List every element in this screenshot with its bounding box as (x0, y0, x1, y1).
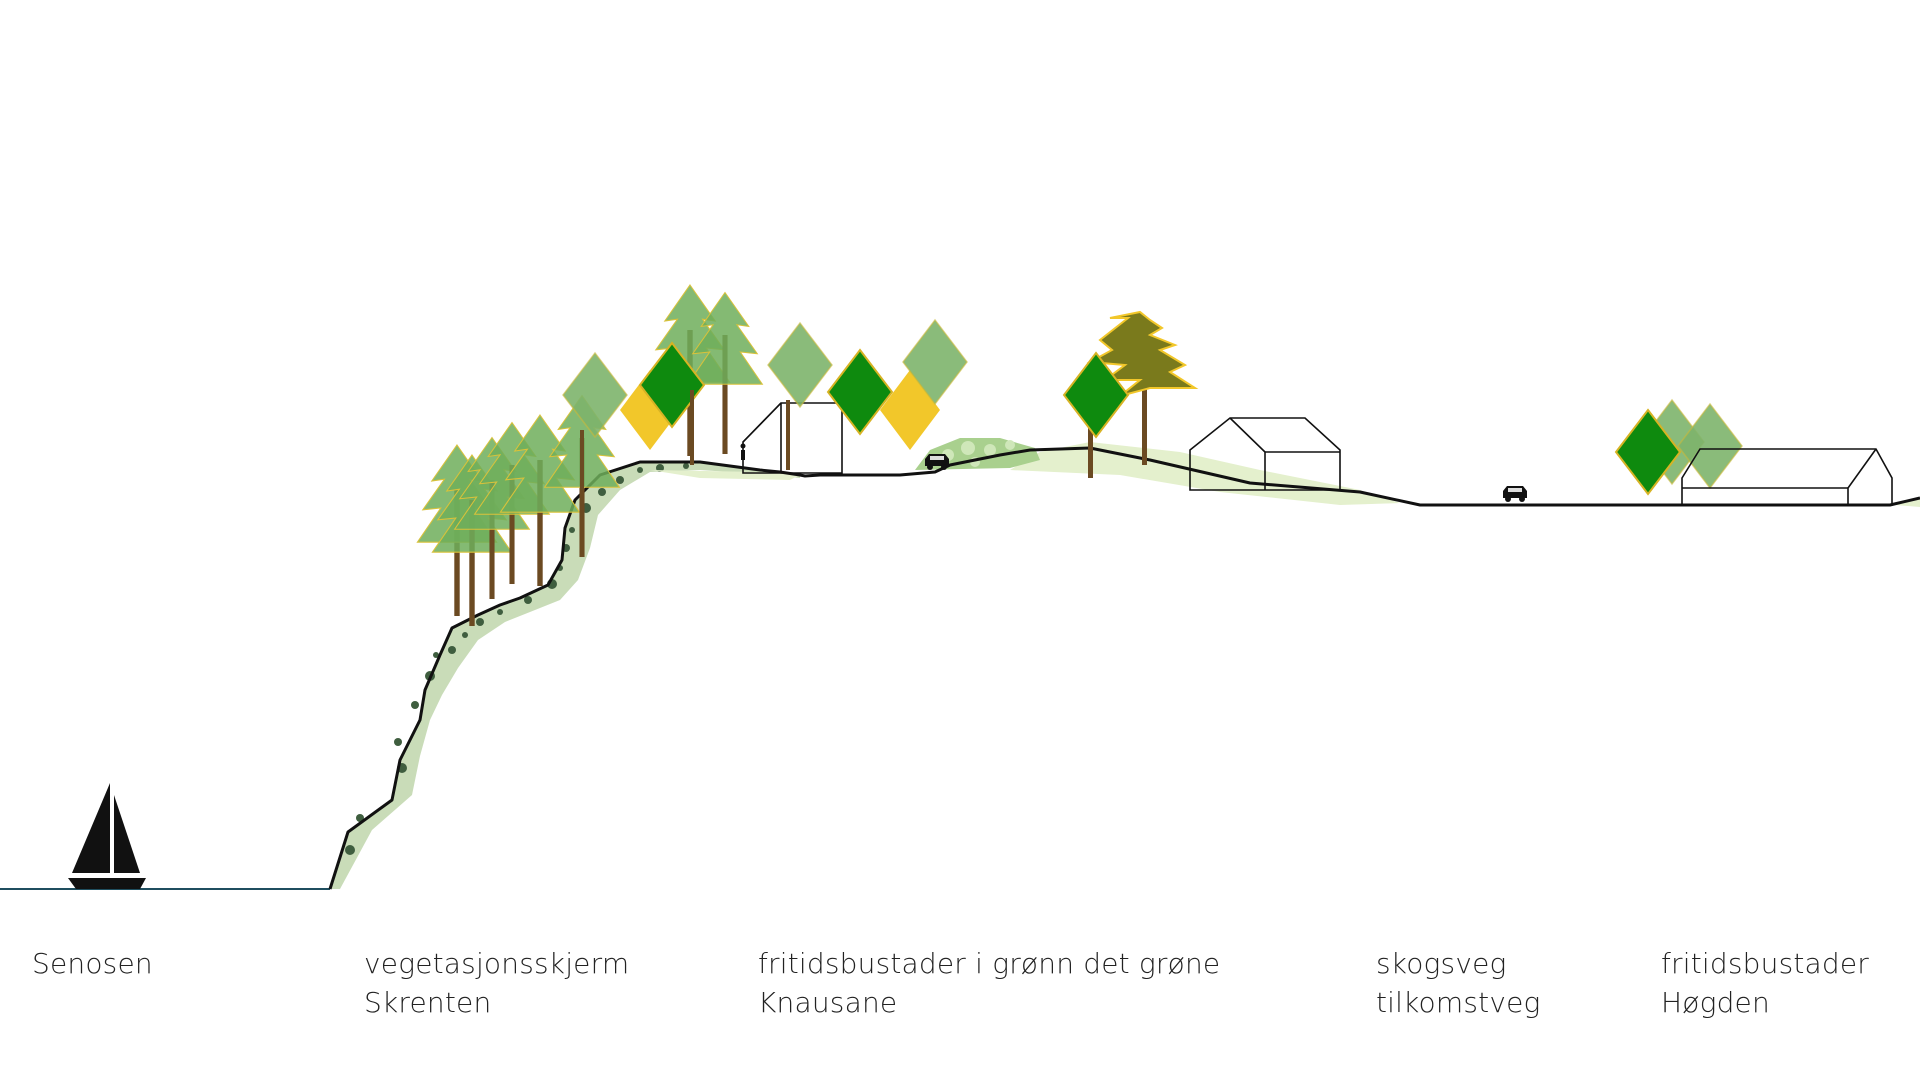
pine-tree-icon (416, 284, 763, 627)
label-hogden-line2: Høgden (1661, 986, 1770, 1019)
label-skrenten-line2: Skrenten (364, 986, 492, 1019)
label-knausane-line1: fritidsbustader i grønn det grøne (758, 947, 1221, 980)
label-knausane-line2: Knausane (758, 986, 898, 1019)
label-skrenten: vegetasjonsskjerm Skrenten (364, 944, 629, 1022)
house-icon (742, 402, 843, 474)
label-skrenten-line1: vegetasjonsskjerm (364, 947, 630, 980)
label-skogsveg-line1: skogsveg (1376, 947, 1507, 980)
label-hogden-line1: fritidsbustader (1661, 947, 1870, 980)
deciduous-tree-icon (1063, 310, 1199, 478)
label-knausane: fritidsbustader i grønn det grøne Knausa… (758, 944, 1220, 1022)
terrain-line (328, 446, 1920, 890)
car-icon (1503, 486, 1527, 502)
label-senosen-line1: Senosen (32, 947, 153, 980)
label-skogsveg: skogsveg tilkomstveg (1376, 944, 1541, 1022)
label-hogden: fritidsbustader Høgden (1661, 944, 1869, 1022)
house-icon (1189, 417, 1341, 491)
label-senosen: Senosen (32, 944, 153, 983)
sailboat-icon (68, 783, 146, 889)
deciduous-tree-icon (767, 319, 968, 470)
label-skogsveg-line2: tilkomstveg (1376, 986, 1541, 1019)
deciduous-tree-icon (1615, 399, 1743, 495)
house-icon (1681, 448, 1893, 506)
person-icon (740, 443, 746, 460)
deciduous-tree-icon (562, 342, 705, 500)
